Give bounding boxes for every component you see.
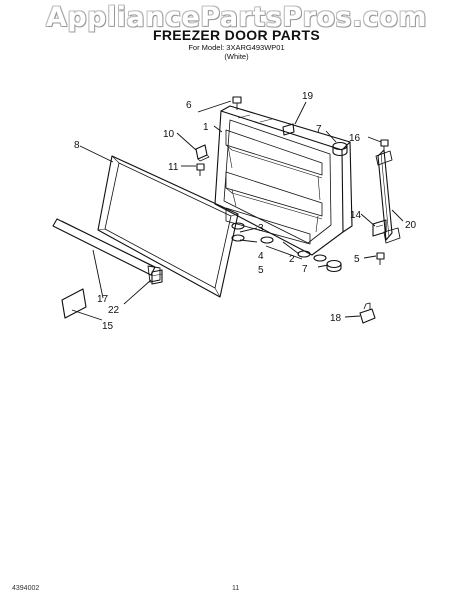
spacer-10	[195, 144, 210, 162]
callout-3: 3	[258, 223, 264, 234]
watermark: AppliancePartsPros.com	[45, 2, 428, 33]
door-gasket	[97, 155, 239, 298]
footer-code: 4394002	[12, 585, 40, 592]
color-line: (White)	[224, 52, 249, 61]
leveling-leg-20	[359, 302, 376, 324]
hinge-washers	[231, 222, 327, 262]
callout-1: 1	[203, 122, 209, 133]
callout-14: 14	[350, 210, 362, 221]
breaker-strip	[52, 218, 161, 283]
callout-5-left: 5	[258, 265, 264, 276]
callout-5-right: 5	[354, 254, 360, 265]
screw-16	[380, 139, 389, 152]
door-liner	[214, 105, 353, 256]
callout-4: 4	[258, 251, 264, 262]
callout-22: 22	[108, 305, 120, 316]
model-line: For Model: 3XARG493WP01	[188, 43, 285, 52]
tab-18	[282, 123, 295, 136]
leader-lines	[71, 100, 404, 321]
screw-6	[232, 96, 242, 110]
callout-2: 2	[289, 254, 295, 265]
callout-16: 16	[349, 133, 361, 144]
callout-19: 20	[405, 220, 417, 231]
callout-7-top: 7	[316, 124, 322, 135]
screw-5-right	[376, 252, 385, 265]
strip-clip	[151, 269, 163, 285]
plug-7-top	[332, 141, 348, 157]
plug-7-bottom	[326, 259, 342, 273]
diagram-subtitle: For Model: 3XARG493WP01 (White)	[0, 43, 473, 61]
callout-7-bottom: 7	[302, 264, 308, 275]
callout-15: 15	[102, 321, 114, 332]
callout-numbers: 6 19 7 16 8 10 1 11 14 20 3 4 5 2 7 5 17…	[74, 91, 417, 332]
callout-20: 18	[330, 313, 342, 324]
footer-page-number: 11	[232, 585, 240, 592]
callout-11: 11	[168, 162, 179, 173]
screw-11	[196, 163, 205, 176]
callout-18: 19	[302, 91, 314, 102]
door-label	[61, 288, 87, 319]
callout-6: 6	[186, 100, 192, 111]
door-handle	[375, 149, 401, 244]
diagram-title: FREEZER DOOR PARTS	[153, 27, 320, 43]
callout-8: 8	[74, 140, 80, 151]
callout-17: 17	[97, 294, 109, 305]
handle-bracket	[372, 219, 387, 237]
callout-10: 10	[163, 129, 175, 140]
